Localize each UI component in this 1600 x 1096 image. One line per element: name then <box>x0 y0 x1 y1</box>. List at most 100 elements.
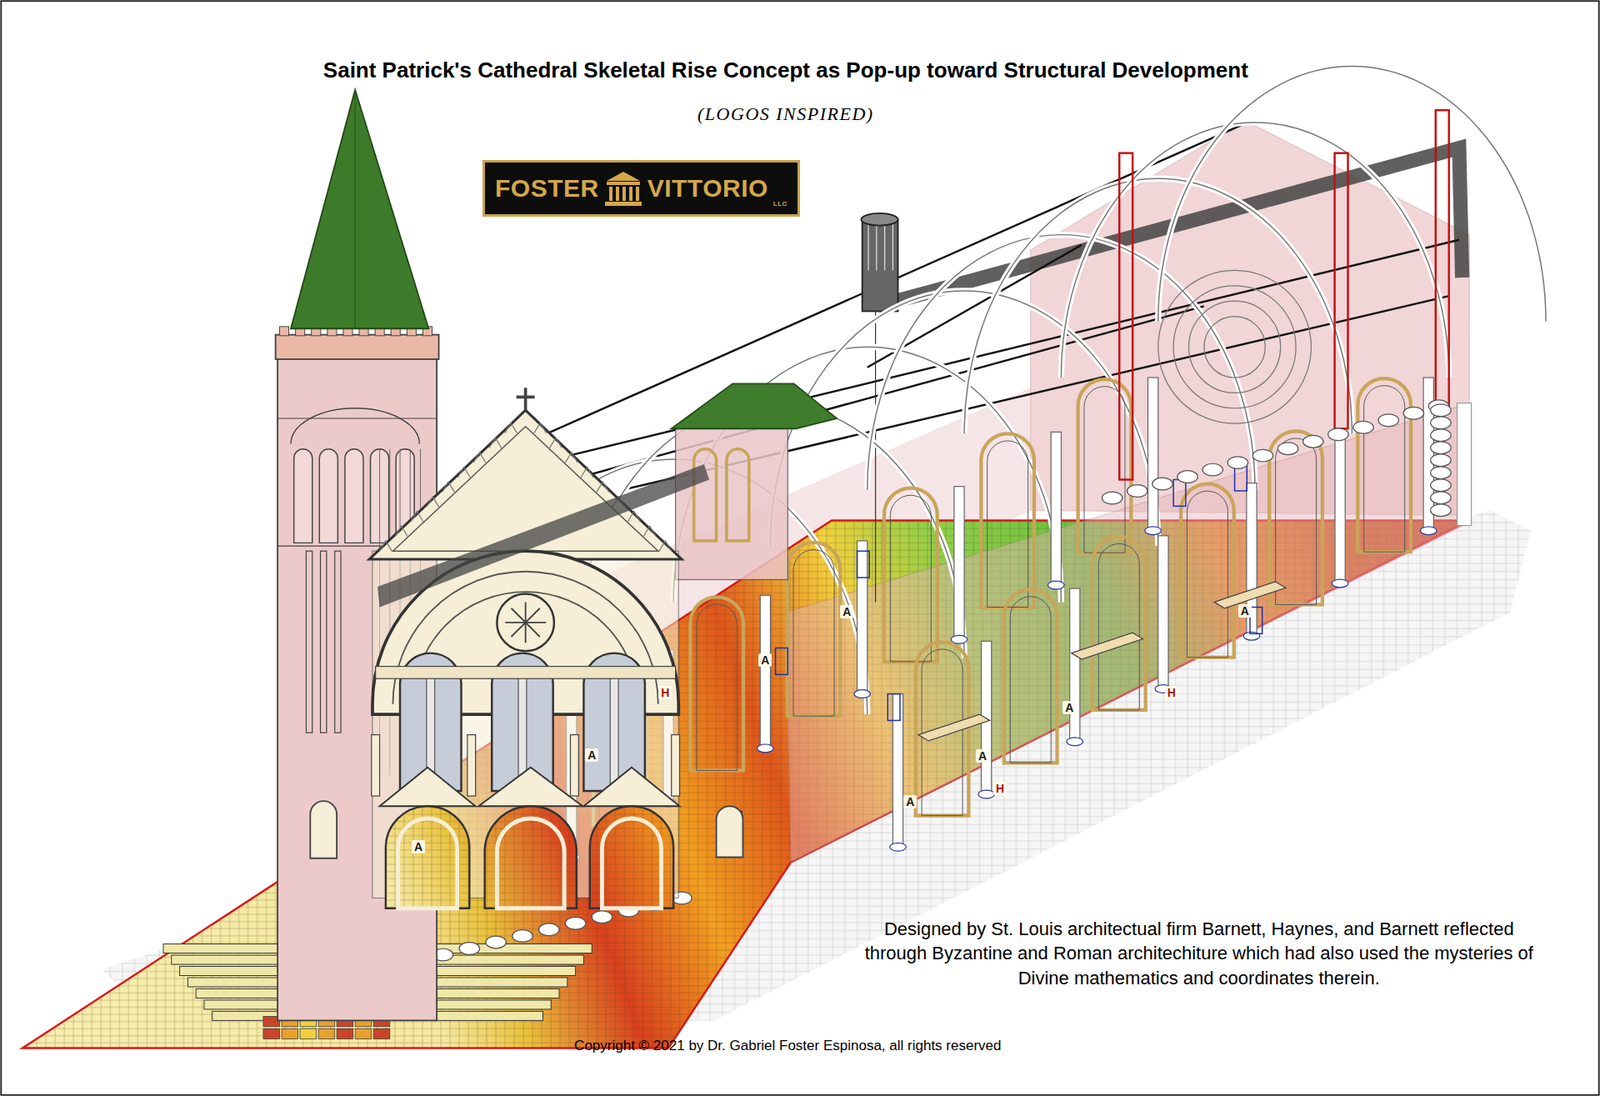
callout-letter: A <box>903 795 917 809</box>
tower-crenel <box>280 326 290 336</box>
facade-beam <box>377 464 710 607</box>
gable-cross <box>516 387 535 410</box>
ring-chain <box>1303 435 1324 448</box>
portal-mosaic <box>485 805 577 908</box>
ring-column <box>1430 416 1451 430</box>
column-shaft <box>954 486 965 640</box>
temple-icon <box>604 169 643 208</box>
tower-spire <box>290 90 429 330</box>
ring-chain <box>1127 485 1148 498</box>
callout-letter: A <box>1062 700 1076 715</box>
ring-chain <box>1101 491 1122 505</box>
column-base <box>950 635 968 644</box>
nave-right-wall <box>785 403 1470 863</box>
belfry-window <box>294 449 313 544</box>
arcade-arch-inner <box>1186 490 1228 658</box>
crocket <box>380 540 393 551</box>
callout-letter: H <box>1165 685 1179 700</box>
column-base <box>890 842 907 851</box>
crocket <box>596 481 610 492</box>
apse-ring <box>1204 316 1265 378</box>
crocket <box>395 525 408 536</box>
temple-column <box>609 186 613 201</box>
perspective-line <box>545 240 1460 462</box>
portal-arch-inner <box>601 818 661 909</box>
side-tower <box>675 426 789 580</box>
vault-rib-edge <box>1158 66 1546 322</box>
ring-column <box>1430 491 1451 505</box>
callout-letter: A <box>758 653 772 667</box>
crocket <box>457 467 470 478</box>
ring-chain <box>1202 463 1223 476</box>
ring-column <box>1430 429 1451 442</box>
arcade-arch <box>1092 536 1146 710</box>
portal-arch <box>485 805 577 908</box>
side-window <box>716 805 744 857</box>
ring-chain <box>1277 442 1298 455</box>
callout-letter: H <box>658 685 672 700</box>
column-shaft <box>857 540 868 695</box>
arcade-arch <box>1357 378 1411 552</box>
tower-arch <box>290 408 420 445</box>
arcade-arch-inner <box>987 440 1029 608</box>
portal-arch <box>385 805 470 908</box>
floor-tile <box>336 1028 354 1039</box>
arcade-arch <box>787 542 841 716</box>
portal-arch-inner <box>496 818 565 909</box>
arcade-arch-inner <box>1364 385 1405 553</box>
column-shaft <box>1070 588 1080 742</box>
logo-word: VITTORIO <box>647 174 769 203</box>
column-shaft <box>892 694 903 848</box>
crocket <box>489 437 502 448</box>
ring-chain <box>1328 428 1349 441</box>
temple-entablature <box>606 181 640 185</box>
ring-chain <box>1252 449 1273 462</box>
crocket <box>627 511 640 522</box>
ring-chain <box>1152 477 1173 490</box>
tower-door-window <box>310 800 337 859</box>
tower-slit <box>320 550 327 733</box>
tower-band <box>277 417 437 419</box>
floor-tile <box>263 1028 280 1039</box>
arcade-arch-inner <box>1275 438 1317 605</box>
column-base <box>1145 526 1162 535</box>
window-sill <box>375 666 676 680</box>
temple-column <box>635 186 640 201</box>
arcade-arch-inner <box>696 604 738 771</box>
ring-chain <box>485 935 506 949</box>
chimney-rib <box>867 222 869 271</box>
ring-chain <box>512 930 533 943</box>
ring-chain <box>591 910 612 924</box>
column-shaft <box>1148 377 1159 531</box>
floor-tile <box>373 1028 390 1039</box>
temple-base <box>605 201 642 206</box>
arcade-arch <box>1004 589 1058 763</box>
copyright-note: Copyright © 2021 by Dr. Gabriel Foster E… <box>574 1037 1001 1055</box>
portal-mosaic <box>385 805 470 908</box>
chimney-rib <box>875 222 877 271</box>
floor-tile <box>355 1028 372 1039</box>
column-base <box>978 790 995 799</box>
rose-tracery <box>505 601 546 643</box>
subtitle: (LOGOS INSPIRED) <box>697 103 875 125</box>
column-shaft <box>760 595 770 749</box>
ring-chain <box>1378 414 1399 427</box>
pinnacle <box>467 735 476 796</box>
ring-column <box>1430 454 1451 467</box>
arcade-arch <box>1180 484 1235 658</box>
tower-cornice <box>275 335 440 360</box>
description-note: Designed by St. Louis architectual firm … <box>857 916 1541 992</box>
side-tower-roof <box>671 383 837 429</box>
logo-word: LLC <box>773 200 788 208</box>
ring-column <box>1430 404 1451 417</box>
arcade-arch-inner <box>890 495 931 662</box>
arcade-arch-inner <box>1098 543 1140 710</box>
column-base <box>757 744 775 753</box>
crocket <box>580 467 594 478</box>
apse-ring <box>1188 300 1280 393</box>
column-base <box>1048 580 1065 590</box>
arcade-arch-inner <box>793 550 835 717</box>
plumb-line <box>875 305 876 602</box>
portal-arch-inner <box>398 818 458 909</box>
